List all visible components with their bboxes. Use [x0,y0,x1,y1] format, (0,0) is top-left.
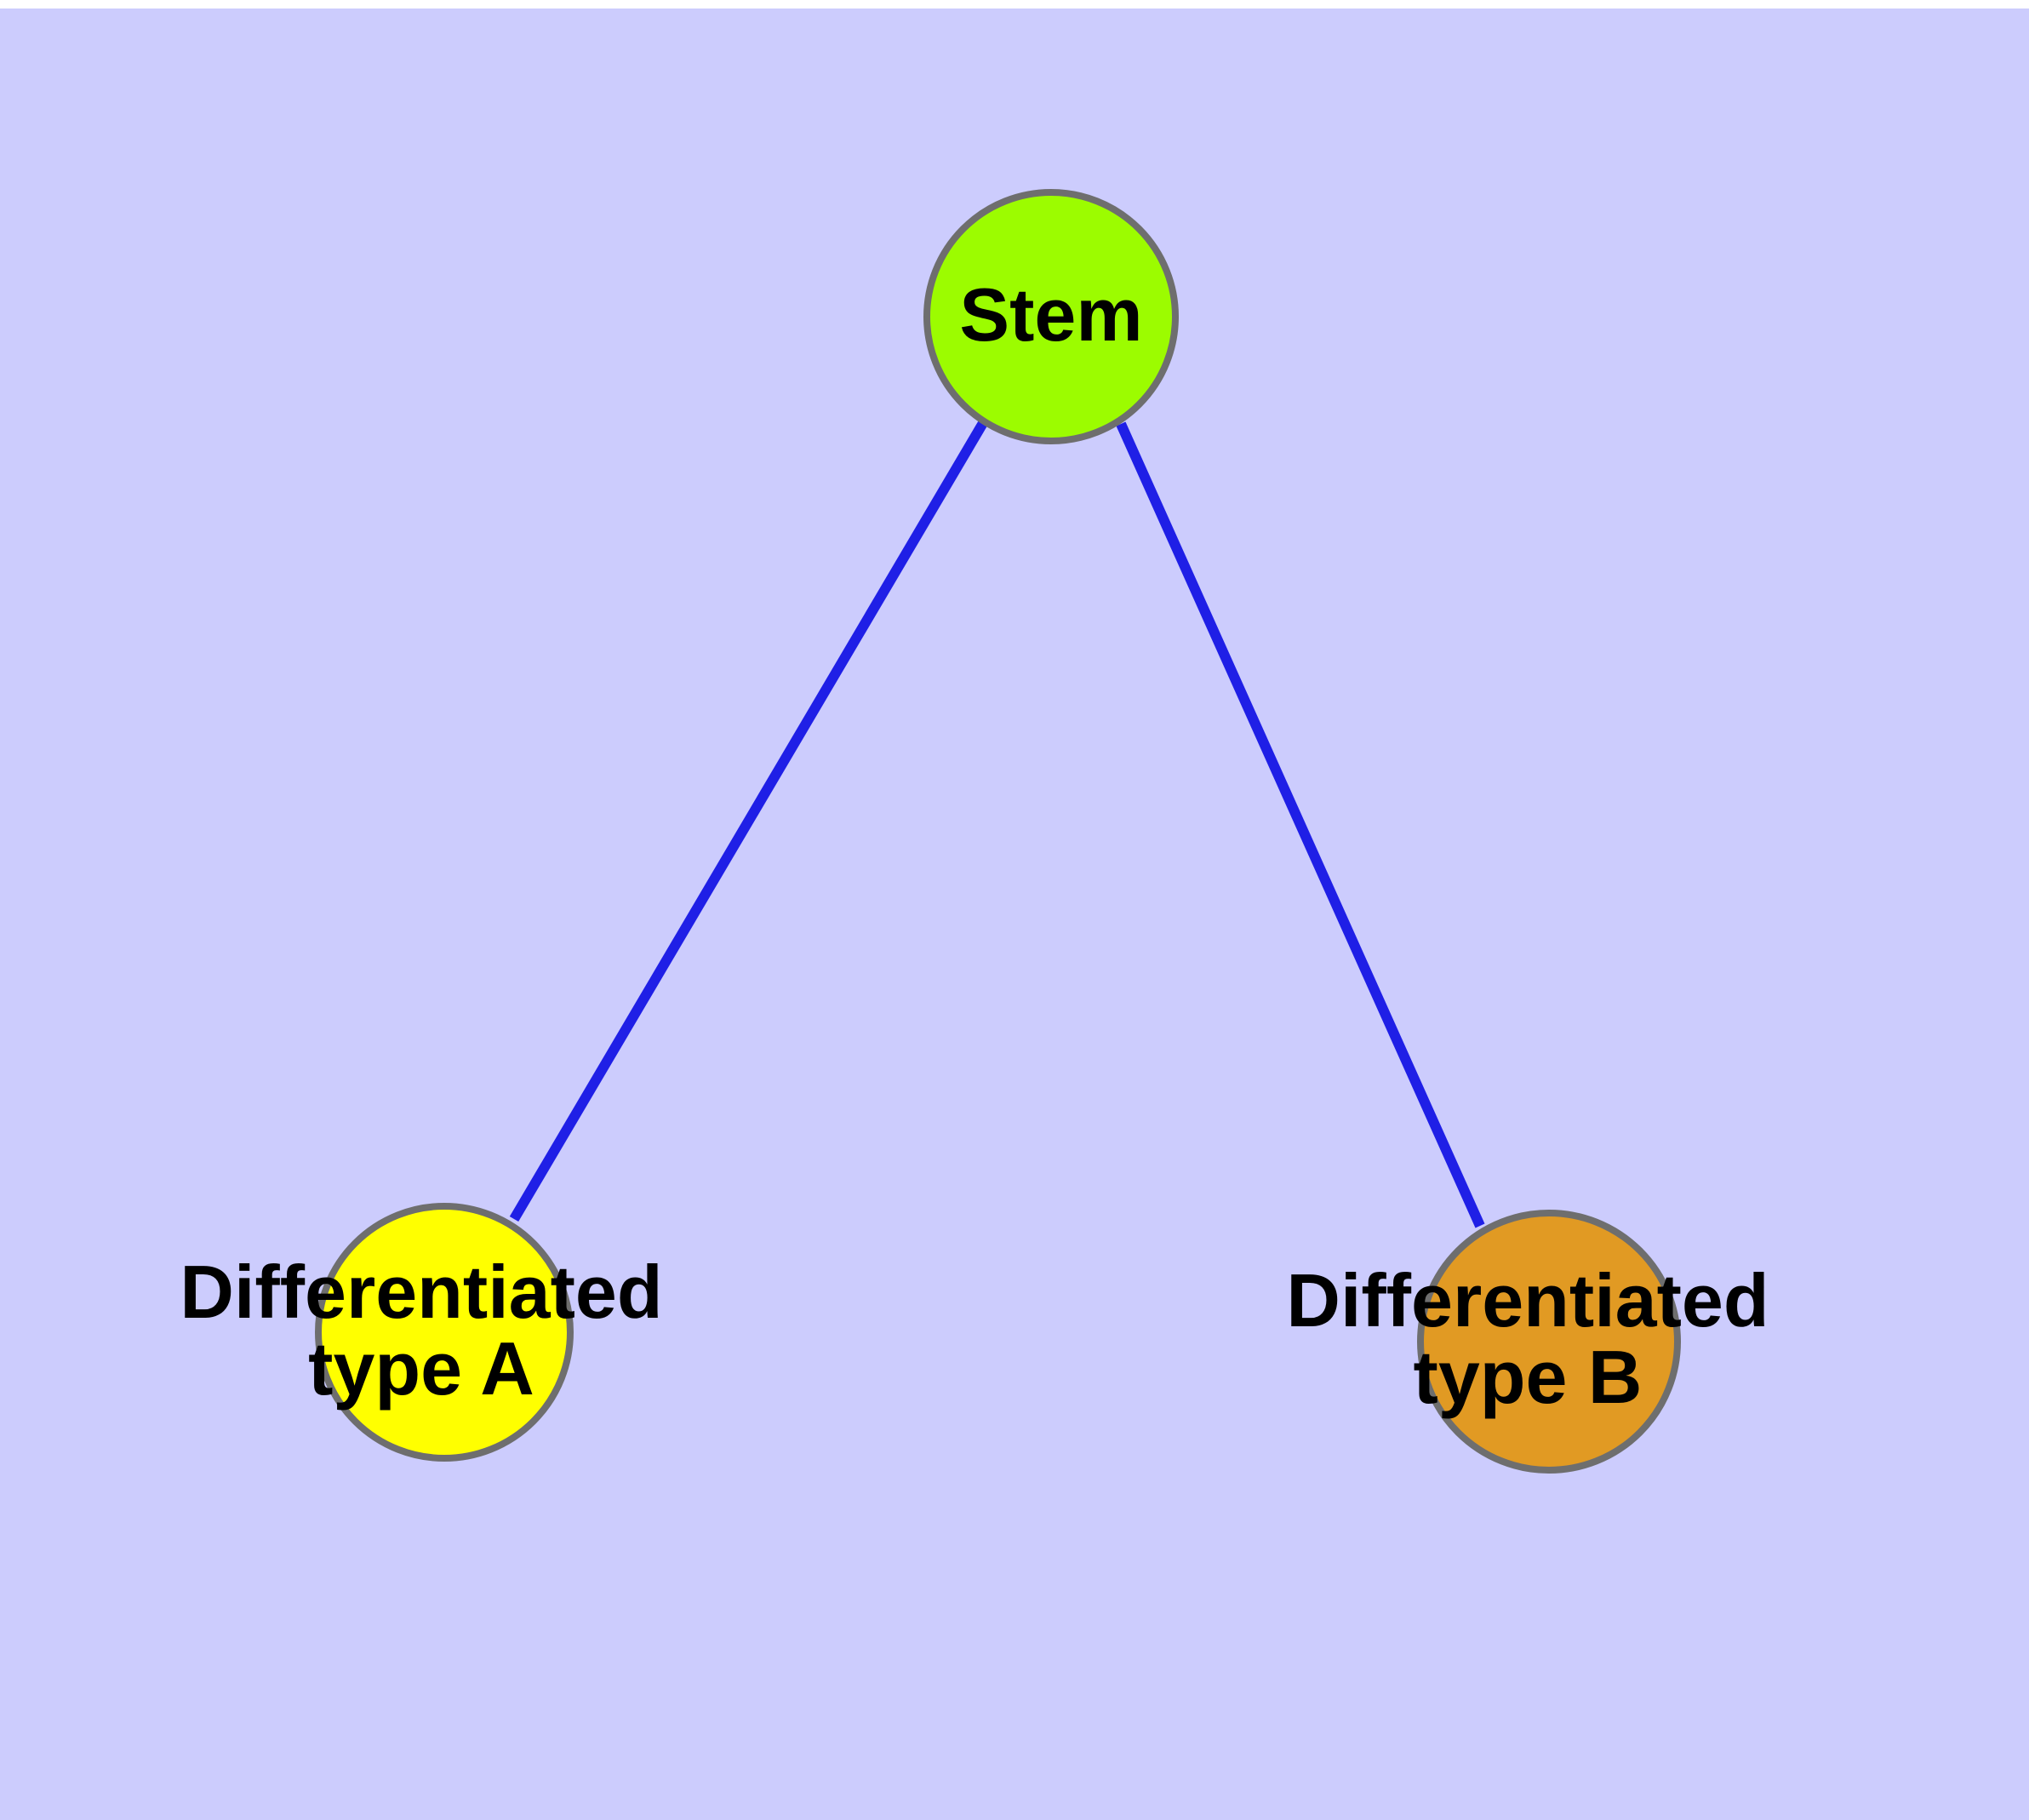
edges-group [509,420,1485,1228]
nodes-group [315,189,1681,1474]
node-differentiated-type-b[interactable] [1417,1210,1681,1474]
edge-stem-to-differentiated-type-b[interactable] [1116,421,1485,1228]
node-differentiated-type-a[interactable] [315,1203,574,1462]
edge-stem-to-differentiated-type-a[interactable] [509,420,988,1222]
node-stem[interactable] [923,189,1179,444]
